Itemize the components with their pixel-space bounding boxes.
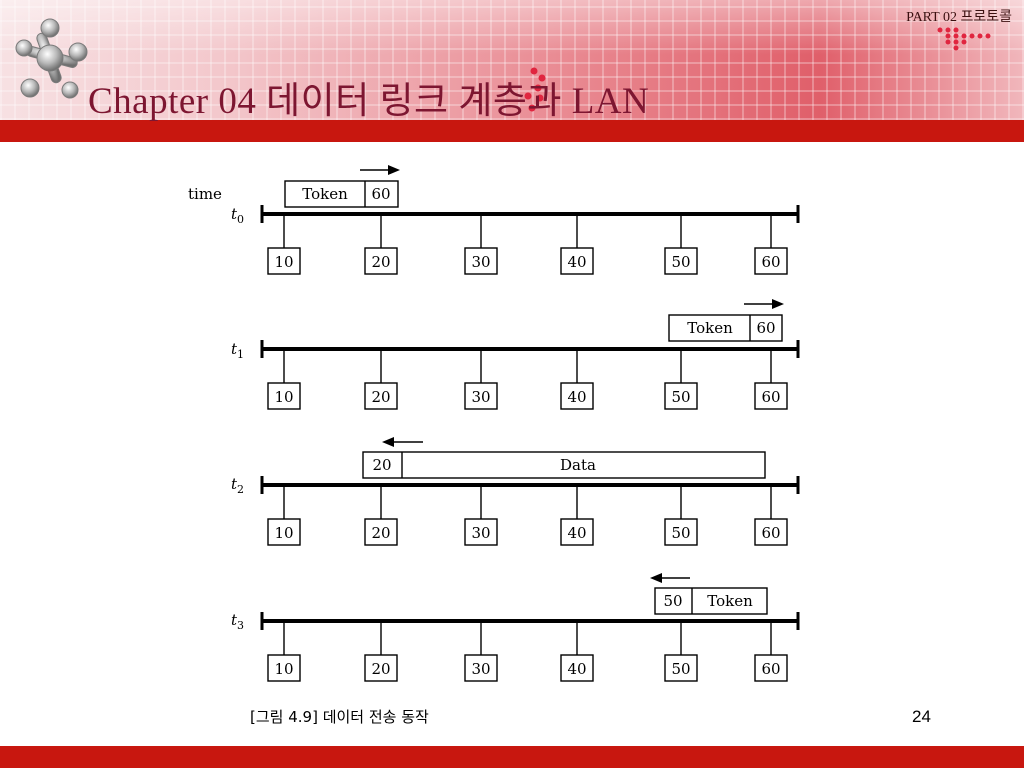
station-label: 10 bbox=[274, 660, 293, 678]
station-label: 10 bbox=[274, 524, 293, 542]
token-frame: 50 Token bbox=[654, 587, 768, 615]
timeline-row: t1 Token 60 10 20 30 40 bbox=[231, 299, 800, 410]
station-label: 50 bbox=[671, 253, 690, 271]
dot-pattern-icon bbox=[524, 67, 546, 112]
station-label: 50 bbox=[671, 388, 690, 406]
footer-bar bbox=[0, 746, 1024, 768]
station-label: 40 bbox=[567, 388, 586, 406]
station-label: 20 bbox=[371, 253, 390, 271]
station-label: 10 bbox=[274, 388, 293, 406]
station-label: 10 bbox=[274, 253, 293, 271]
station-label: 30 bbox=[471, 253, 490, 271]
header-bar bbox=[0, 120, 1024, 142]
frame-label: Token bbox=[302, 185, 348, 203]
station-label: 20 bbox=[371, 524, 390, 542]
page-number: 24 bbox=[912, 707, 931, 726]
frame-address: 50 bbox=[663, 592, 682, 610]
station-label: 20 bbox=[371, 660, 390, 678]
station-label: 40 bbox=[567, 660, 586, 678]
slide-title: Chapter 04 데이터 링크 계층과 LAN bbox=[88, 81, 650, 122]
time-label: t3 bbox=[231, 611, 244, 632]
header-grid-pattern bbox=[0, 0, 1024, 120]
station-list: 10 20 30 40 50 60 bbox=[267, 349, 788, 410]
station-list: 10 20 30 40 50 60 bbox=[267, 214, 788, 275]
station-label: 50 bbox=[671, 660, 690, 678]
frame-address: 20 bbox=[372, 456, 391, 474]
timeline-row: t2 20 Data 10 20 30 40 bbox=[231, 437, 800, 546]
station-label: 60 bbox=[761, 388, 780, 406]
station-label: 40 bbox=[567, 253, 586, 271]
frame-label: Data bbox=[560, 456, 596, 474]
arrow-right-icon bbox=[360, 165, 400, 175]
station-label: 40 bbox=[567, 524, 586, 542]
frame-label: Token bbox=[687, 319, 733, 337]
arrow-left-icon bbox=[382, 437, 423, 447]
token-frame: Token 60 bbox=[668, 314, 783, 342]
station-label: 60 bbox=[761, 253, 780, 271]
molecule-logo-icon bbox=[15, 18, 88, 99]
station-label: 30 bbox=[471, 524, 490, 542]
figure-caption: [그림 4.9] 데이터 전송 동작 bbox=[250, 708, 429, 726]
dot-pattern-icon bbox=[937, 27, 991, 51]
timeline-row: t0 Token 60 10 20 30 40 bbox=[231, 165, 800, 275]
station-list: 10 20 30 40 50 60 bbox=[267, 621, 788, 682]
station-label: 50 bbox=[671, 524, 690, 542]
frame-address: 60 bbox=[756, 319, 775, 337]
part-label: PART 02 프로토콜 bbox=[906, 10, 1012, 25]
arrow-right-icon bbox=[744, 299, 784, 309]
timeline-row: t3 50 Token 10 20 30 40 bbox=[231, 573, 800, 682]
station-label: 30 bbox=[471, 660, 490, 678]
time-label: t2 bbox=[231, 475, 244, 496]
arrow-left-icon bbox=[650, 573, 690, 583]
time-label: t0 bbox=[231, 205, 244, 226]
station-label: 30 bbox=[471, 388, 490, 406]
station-label: 60 bbox=[761, 660, 780, 678]
time-label: t1 bbox=[231, 340, 244, 361]
frame-label: Token bbox=[707, 592, 753, 610]
token-frame: Token 60 bbox=[284, 180, 399, 208]
time-axis-label: time bbox=[188, 185, 222, 203]
header-shine bbox=[0, 0, 1024, 55]
station-label: 60 bbox=[761, 524, 780, 542]
station-label: 20 bbox=[371, 388, 390, 406]
frame-address: 60 bbox=[371, 185, 390, 203]
data-frame: 20 Data bbox=[362, 451, 766, 479]
station-list: 10 20 30 40 50 60 bbox=[267, 485, 788, 546]
slide-header bbox=[0, 0, 1024, 120]
